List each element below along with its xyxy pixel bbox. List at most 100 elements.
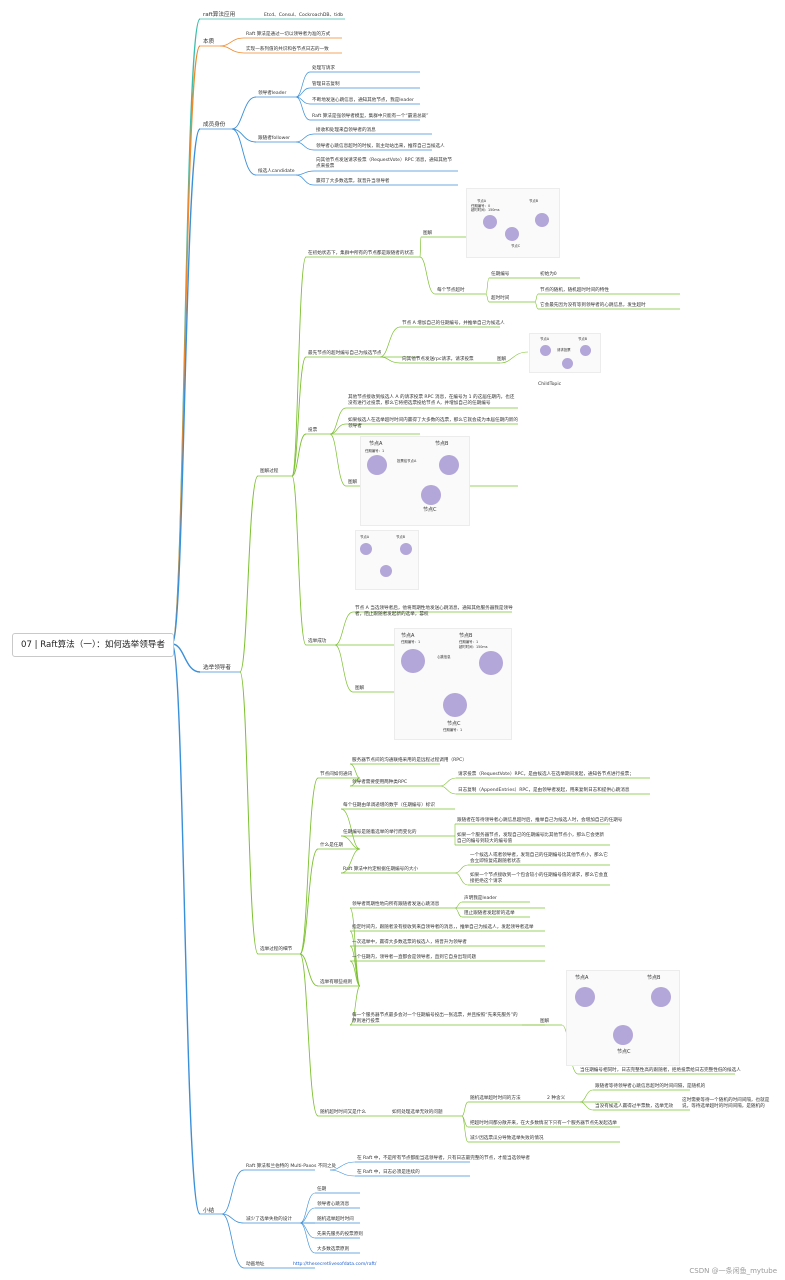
term-a: 每个任期由单调递增的数字（任期编号）标识 (343, 803, 435, 808)
wire-s4-0 (334, 611, 354, 646)
topic-details[interactable]: 选举过程的细节 (260, 947, 293, 952)
topic-summary[interactable]: 小结 (203, 1208, 215, 1214)
summary-a2: 在 Raft 中，日志必须是连续的 (357, 1170, 420, 1175)
topic-election[interactable]: 选举领导者 (203, 665, 231, 671)
leader-item-2: 管理日志复制 (312, 82, 340, 87)
step-vote[interactable]: 投票 (308, 428, 318, 433)
step1-timeout[interactable]: 每个节点超时 (437, 288, 465, 293)
candidate-item-2: 赢得了大多数选票，就晋升当领导者 (316, 179, 390, 184)
rules-e: 每一个服务器节点最多会对一个任期编号投出一张选票，并且按照“先来先服务”的原则进… (352, 1013, 518, 1024)
step-candidate[interactable]: 最先节点的超时编号自己为候选节点 (308, 351, 382, 356)
fig5-timeout-b: 超时时间：150ms (459, 645, 488, 649)
leader-wire-3 (295, 96, 311, 121)
step4-figure-label: 图解 (355, 686, 365, 691)
root-topic[interactable]: 07 | Raft算法（一）：如何选举领导者 (12, 633, 174, 657)
fig2-node-a: 节点A (540, 337, 550, 341)
rand-b-meaning: 2 种含义 (547, 1096, 566, 1101)
rand-a: 如何处理选举无效的问题 (392, 1110, 443, 1115)
topic-apps[interactable]: raft算法应用 (203, 12, 236, 18)
term-c: Raft 算法中约定根据任期编号的大小 (343, 867, 419, 872)
branch-essence-2 (219, 45, 245, 54)
topic-essence[interactable]: 本质 (203, 39, 215, 45)
fig1-bubble-b (535, 213, 549, 227)
rand-topic[interactable]: 随机超时时间又是什么 (320, 1110, 366, 1115)
fig1-node-b: 节点B (529, 199, 539, 203)
role-candidate[interactable]: 候选人candidate (258, 169, 295, 174)
topic-process[interactable]: 图解过程 (260, 469, 279, 474)
role-leader[interactable]: 领导者leader (258, 91, 287, 96)
fig3-bubble-c (421, 485, 441, 505)
branch-election (171, 643, 201, 673)
wire-term-c0 (454, 864, 469, 874)
term-topic[interactable]: 什么是任期 (320, 843, 343, 848)
step4-item: 节点 A 当选领导者后，他将周期性地发送心跳消息，通知其他服务器我是领导者，阻止… (355, 606, 513, 617)
step2-figure-label: 图解 (497, 357, 507, 362)
step1-random[interactable]: 超时时间 (491, 296, 510, 301)
rand-c: 把超时时间都分散开来，在大多数情况下只有一个服务器节点先发起选举 (470, 1121, 618, 1126)
rules-c: 一次选举中，赢得大多数选票的候选人，将晋升为领导者 (352, 940, 467, 945)
rand-d: 减少因选票瓜分导致选举失败的情况 (470, 1136, 544, 1141)
wire-s1-r1 (534, 301, 539, 310)
term-c1: 一个候选人或者领导者，发现自己的任期编号比其他节点小，那么它会立即恢复成跟随者状… (470, 853, 608, 864)
leader-wire-0 (295, 71, 311, 98)
step2-childtopic[interactable]: ChildTopic (538, 382, 562, 387)
step-elected[interactable]: 选举成功 (308, 639, 327, 644)
leader-item-3: 不断地发送心跳信息，通知其他节点，我是leader (312, 98, 414, 103)
animation-link[interactable]: http://thesecretlivesofdata.com/raft/ (293, 1262, 377, 1267)
step1-random-item-2: 它会最先因为没有等到领导者的心跳信息，发生超时 (540, 303, 646, 308)
fig4-bubble-a (360, 543, 372, 555)
fig1-term: 任期编号：0 (471, 204, 491, 208)
fig5-heartbeat: 心跳信息 (437, 655, 451, 659)
step2-item-1: 节点 A 增加自己的任期编号，并推举自己为候选人 (402, 321, 505, 326)
fig6-bubble-a (575, 987, 595, 1007)
comm-b: 领导者需要使用两种类RPC (352, 780, 408, 785)
fig6-node-b: 节点B (647, 975, 661, 981)
comm-d: 日志复制（AppendEntries）RPC，是由领导者发起，用来复制日志和提供… (458, 788, 630, 793)
branch-candidate (231, 128, 257, 176)
rules-f: 当任期编号相同时，日志完整性高的跟随者，拒绝投票给日志完整性低的候选人 (580, 1068, 741, 1073)
rules-d: 一个任期内，领导者一直都会是领导者，直到它自身出现问题 (352, 955, 477, 960)
wire-sum-link (221, 1213, 245, 1269)
summary-a: Raft 算法和兰伯特的 Multi-Paxos 不同之处 (246, 1164, 337, 1169)
fig2-bubble-c (562, 358, 573, 369)
step3-figure-label: 图解 (348, 480, 358, 485)
leader-item-4: Raft 算法是强领导者模型，集群中只能有一个“霸道总裁” (312, 114, 429, 119)
wire-s1-rand (485, 293, 490, 303)
figure-rules: 节点A 节点B 节点C (566, 970, 680, 1066)
figure-initial-state: 节点A 任期编号：0 超时时间：150ms 节点B 节点C (466, 188, 560, 258)
follower-item-2: 领导者心跳信息超时的时候，就主动站出来，推荐自己当候选人 (316, 144, 445, 149)
rules-topic[interactable]: 选举有哪些规则 (320, 980, 353, 985)
step1-term[interactable]: 任期编号 (491, 272, 510, 277)
fig3-node-a: 节点A (369, 441, 383, 447)
wire-rand-2 (461, 1115, 469, 1143)
wire-s1-fig (419, 236, 422, 258)
rules-a: 领导者周期性地向所有跟随者发送心跳消息 (352, 902, 440, 907)
summary-b4: 先来先服务的投票原则 (317, 1232, 363, 1237)
fig3-bubble-a (367, 455, 387, 475)
role-follower[interactable]: 跟随者follower (258, 136, 291, 141)
wire-s1-term (485, 277, 490, 295)
fig5-term-b: 任期编号：1 (459, 640, 479, 644)
wire-rules-a0 (454, 901, 463, 909)
fig2-bubble-a (540, 345, 551, 356)
fig5-node-a: 节点A (401, 633, 415, 639)
wire-sum-b (221, 1213, 245, 1224)
rules-figure-label: 图解 (540, 1019, 550, 1024)
term-b: 任期编号是随着选举的举行而变化的 (343, 830, 417, 835)
wire-sum-b1 (299, 1207, 316, 1224)
term-b1: 跟随者在等待领导者心跳信息超时后，推举自己为候选人时，会增加自己的任期号 (457, 818, 623, 823)
wire-comm (299, 777, 319, 955)
fig3-node-b: 节点B (435, 441, 449, 447)
wire-rules-a1 (454, 907, 463, 918)
fig5-bubble-b (479, 651, 503, 675)
rules-b: 指定时间内，跟随者没有接收到来自领导者的消息，，推举自己为候选人，发起领导者选举 (352, 925, 534, 930)
fig5-bubble-c (443, 693, 467, 717)
fig3-bubble-b (439, 455, 459, 475)
fig2-vote-req: 请求投票 (557, 348, 571, 352)
comm-topic[interactable]: 节点间如何通讯 (320, 772, 353, 777)
step-initial[interactable]: 在初始状态下，集群中所有的节点都是跟随者的状态 (308, 251, 414, 256)
fig4-bubble-b (400, 543, 412, 555)
topic-roles[interactable]: 成员身份 (203, 122, 226, 128)
rand-b1: 跟随者等待领导者心跳信息超时的时间间隔，是随机的 (595, 1084, 706, 1089)
